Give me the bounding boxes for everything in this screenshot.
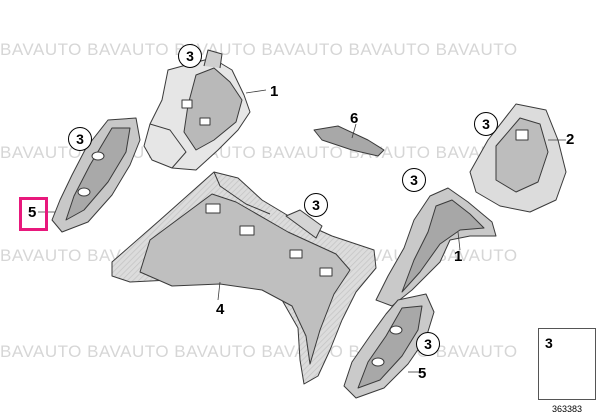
part-label-5-left: 5 <box>28 204 37 221</box>
part-label-1-bracket: 1 <box>454 248 463 265</box>
callout-3-floor-tray: 3 <box>304 193 328 217</box>
part-4-floor-tray <box>111 171 377 385</box>
part-6-strip <box>313 123 385 157</box>
callout-3-wheelhouse: 3 <box>474 112 498 136</box>
part-label-5-bottom: 5 <box>418 365 427 382</box>
callout-3-bottom-panel: 3 <box>416 332 440 356</box>
inset-number: 3 <box>545 335 553 351</box>
callout-3-top-insulation: 3 <box>178 44 202 68</box>
watermark-row: BAVAUTO BAVAUTO BAVAUTO BAVAUTO BAVAUTO … <box>0 40 518 59</box>
diagram-id: 363383 <box>552 404 583 414</box>
part-label-6: 6 <box>350 110 359 127</box>
part-label-1-top: 1 <box>270 83 279 100</box>
fastener-inset: 3 <box>538 328 596 400</box>
part-5-bottom-panel <box>343 293 435 399</box>
callout-3-right-bracket: 3 <box>402 168 426 192</box>
part-2-wheelhouse-insulation <box>469 103 567 213</box>
part-label-4: 4 <box>216 301 225 318</box>
part-5-left-panel <box>38 117 141 233</box>
part-5-highlight-box <box>19 197 48 231</box>
part-label-2: 2 <box>566 131 575 148</box>
part-1-top-insulation <box>143 49 267 171</box>
part-1-right-bracket <box>375 187 497 307</box>
callout-3-left-panel: 3 <box>68 127 92 151</box>
